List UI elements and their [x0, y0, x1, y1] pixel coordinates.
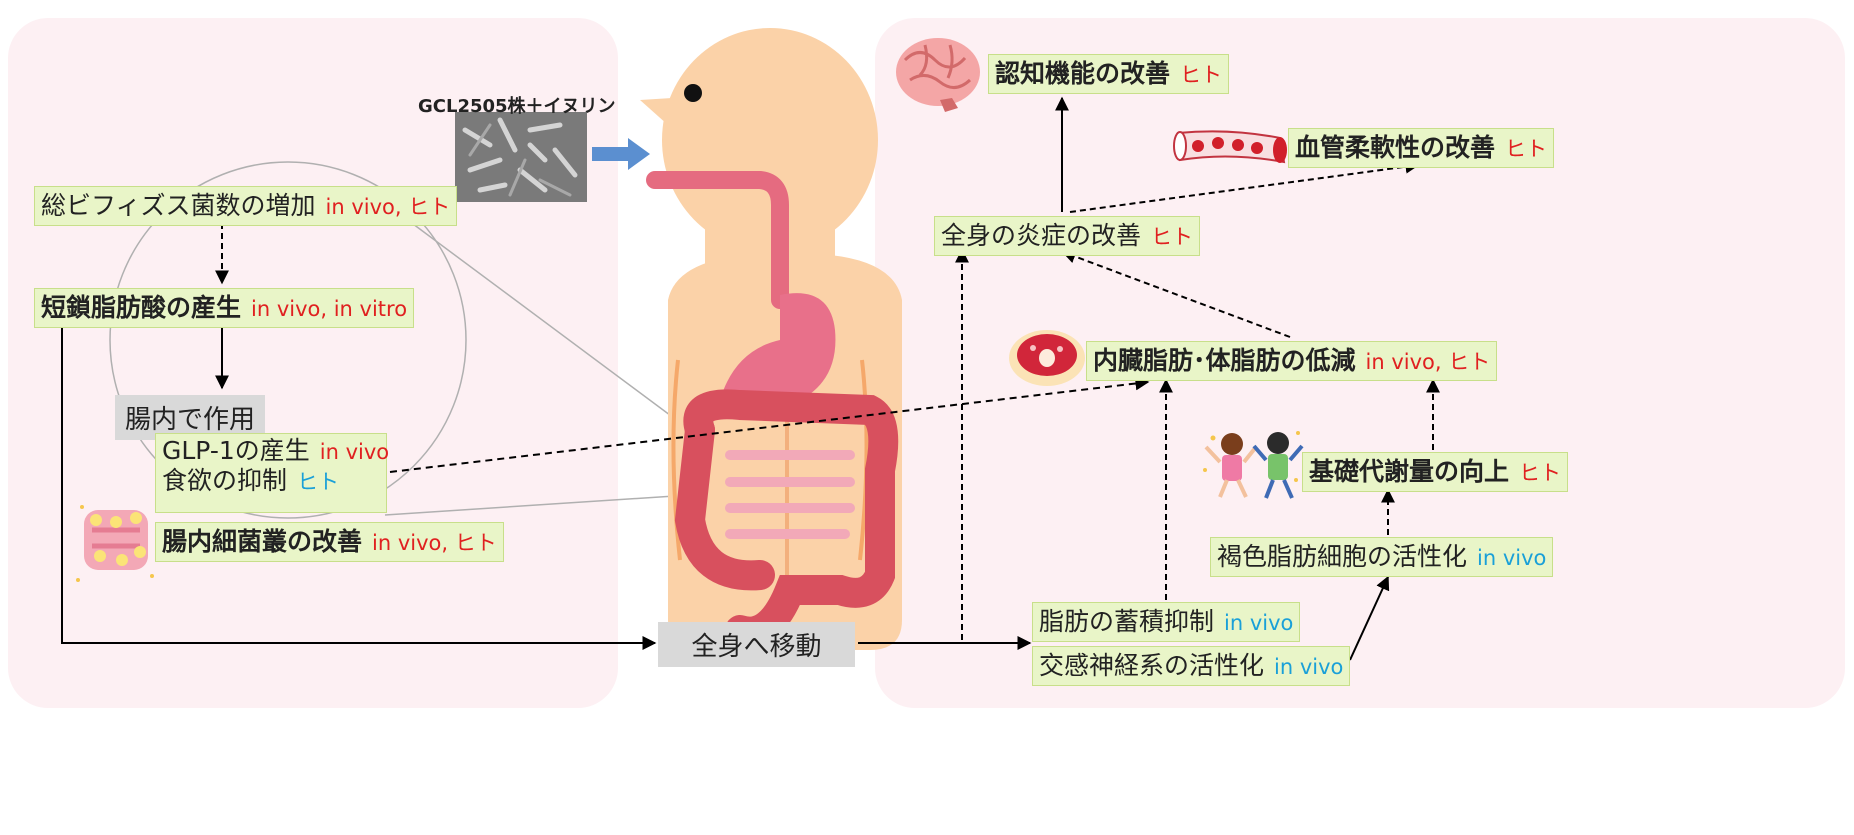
systemic-move-label: 全身へ移動 [658, 622, 855, 667]
flora-tag: in vivo, ヒト [372, 531, 497, 555]
human-body-illustration [640, 28, 902, 650]
product-label: GCL2505株＋イヌリン [418, 92, 616, 118]
basal-text: 基礎代謝量の向上 [1309, 457, 1509, 486]
arrow-inflammation-vessel [1070, 165, 1418, 212]
glp1-tag: in vivo [320, 440, 389, 464]
cognition-box: 認知機能の改善ヒト [988, 54, 1229, 94]
brain-icon [896, 38, 980, 112]
gut-flora-icon [76, 505, 154, 582]
sympathetic-box: 交感神経系の活性化 in vivo [1032, 646, 1350, 686]
arrow-sympathetic-brown [1350, 577, 1388, 660]
appetite-text: 食欲の抑制 [162, 466, 287, 495]
sympathetic-text: 交感神経系の活性化 [1039, 651, 1264, 680]
bifido-tag: in vivo, ヒト [326, 195, 451, 219]
scfa-tag: in vivo, in vitro [251, 297, 407, 321]
bifido-increase-box: 総ビフィズス菌数の増加 in vivo, ヒト [34, 186, 457, 226]
brown-fat-box: 褐色脂肪細胞の活性化 in vivo [1210, 537, 1553, 577]
inflammation-text: 全身の炎症の改善 [941, 221, 1141, 250]
brown-fat-text: 褐色脂肪細胞の活性化 [1217, 542, 1467, 571]
brown-fat-tag: in vivo [1477, 546, 1546, 570]
gut-flora-box: 腸内細菌叢の改善 in vivo, ヒト [155, 522, 504, 562]
inflammation-tag: ヒト [1151, 225, 1193, 249]
vessel-tag: ヒト [1505, 137, 1547, 161]
arrow-fat-inflammation [1063, 252, 1290, 337]
cognition-tag: ヒト [1180, 63, 1222, 87]
bacteria-micrograph [455, 112, 587, 202]
lens-line-top [405, 218, 690, 430]
cognition-text: 認知機能の改善 [995, 59, 1170, 88]
visceral-fat-tag: in vivo, ヒト [1366, 350, 1491, 374]
glp1-text: GLP-1の産生 [162, 436, 310, 465]
fat-accum-text: 脂肪の蓄積抑制 [1039, 607, 1214, 636]
scfa-text: 短鎖脂肪酸の産生 [41, 293, 241, 322]
appetite-line: 食欲の抑制ヒト [162, 466, 380, 496]
flora-text: 腸内細菌叢の改善 [162, 527, 362, 556]
bifido-text: 総ビフィズス菌数の増加 [41, 191, 316, 220]
fat-accum-tag: in vivo [1224, 611, 1293, 635]
visceral-fat-text: 内臓脂肪･体脂肪の低減 [1093, 346, 1356, 375]
fat-cross-section-icon [1009, 330, 1085, 386]
visceral-fat-box: 内臓脂肪･体脂肪の低減 in vivo, ヒト [1086, 341, 1497, 381]
vessel-text: 血管柔軟性の改善 [1295, 133, 1495, 162]
basal-metabolism-box: 基礎代謝量の向上ヒト [1302, 452, 1568, 492]
appetite-tag: ヒト [297, 470, 339, 494]
vessel-box: 血管柔軟性の改善ヒト [1288, 128, 1554, 168]
lens-line-bottom [385, 495, 690, 515]
sympathetic-tag: in vivo [1274, 655, 1343, 679]
basal-tag: ヒト [1519, 461, 1561, 485]
people-icon [1203, 431, 1302, 498]
blood-vessel-icon [1174, 131, 1287, 163]
inflammation-box: 全身の炎症の改善ヒト [934, 216, 1200, 256]
intake-arrow [592, 138, 650, 170]
fat-accumulation-box: 脂肪の蓄積抑制 in vivo [1032, 602, 1300, 642]
scfa-box: 短鎖脂肪酸の産生 in vivo, in vitro [34, 288, 414, 328]
